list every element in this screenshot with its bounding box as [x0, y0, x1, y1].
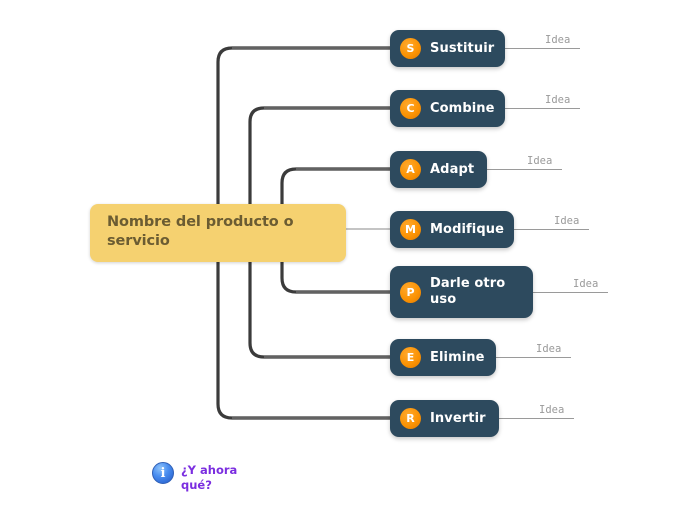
idea-rule-adapt [487, 169, 562, 170]
idea-stub-combine[interactable]: Idea [505, 90, 580, 109]
footnote-callout[interactable]: i ¿Y ahora qué? [152, 462, 251, 492]
branch-node-modifique[interactable]: M Modifique [390, 211, 514, 248]
branch-badge-e: E [400, 347, 421, 368]
branch-node-combine[interactable]: C Combine [390, 90, 505, 127]
branch-badge-a: A [400, 159, 421, 180]
idea-label-invertir: Idea [539, 404, 565, 416]
idea-rule-modifique [514, 229, 589, 230]
idea-stub-darle-otro-uso[interactable]: Idea [533, 274, 608, 293]
branch-node-darle-otro-uso[interactable]: P Darle otro uso [390, 266, 533, 318]
branch-node-invertir[interactable]: R Invertir [390, 400, 499, 437]
idea-label-sustituir: Idea [545, 34, 571, 46]
branch-label-darle-otro-uso: Darle otro uso [430, 276, 506, 307]
footnote-label: ¿Y ahora qué? [181, 463, 238, 492]
idea-label-adapt: Idea [527, 155, 553, 167]
idea-stub-elimine[interactable]: Idea [496, 339, 571, 358]
idea-rule-sustituir [505, 48, 580, 49]
idea-rule-combine [505, 108, 580, 109]
branch-badge-s: S [400, 38, 421, 59]
branch-badge-r: R [400, 408, 421, 429]
branch-badge-c: C [400, 98, 421, 119]
root-node-label: Nombre del producto o servicio [107, 214, 294, 250]
idea-rule-invertir [499, 418, 574, 419]
idea-stub-sustituir[interactable]: Idea [505, 30, 580, 49]
idea-label-darle-otro-uso: Idea [573, 278, 599, 290]
idea-rule-darle-otro-uso [533, 292, 608, 293]
branch-node-elimine[interactable]: E Elimine [390, 339, 496, 376]
root-node[interactable]: Nombre del producto o servicio [90, 204, 346, 262]
branch-label-adapt: Adapt [430, 161, 475, 177]
idea-label-modifique: Idea [554, 215, 580, 227]
branch-label-elimine: Elimine [430, 349, 485, 365]
branch-label-modifique: Modifique [430, 221, 505, 237]
idea-rule-elimine [496, 357, 571, 358]
idea-stub-modifique[interactable]: Idea [514, 211, 589, 230]
branch-node-adapt[interactable]: A Adapt [390, 151, 487, 188]
idea-stub-adapt[interactable]: Idea [487, 151, 562, 170]
idea-label-elimine: Idea [536, 343, 562, 355]
branch-label-combine: Combine [430, 100, 495, 116]
idea-label-combine: Idea [545, 94, 571, 106]
idea-stub-invertir[interactable]: Idea [499, 400, 574, 419]
info-icon: i [152, 462, 174, 484]
branch-node-sustituir[interactable]: S Sustituir [390, 30, 505, 67]
branch-label-invertir: Invertir [430, 410, 486, 426]
branch-label-sustituir: Sustituir [430, 40, 495, 56]
branch-badge-m: M [400, 219, 421, 240]
branch-badge-p: P [400, 281, 421, 303]
